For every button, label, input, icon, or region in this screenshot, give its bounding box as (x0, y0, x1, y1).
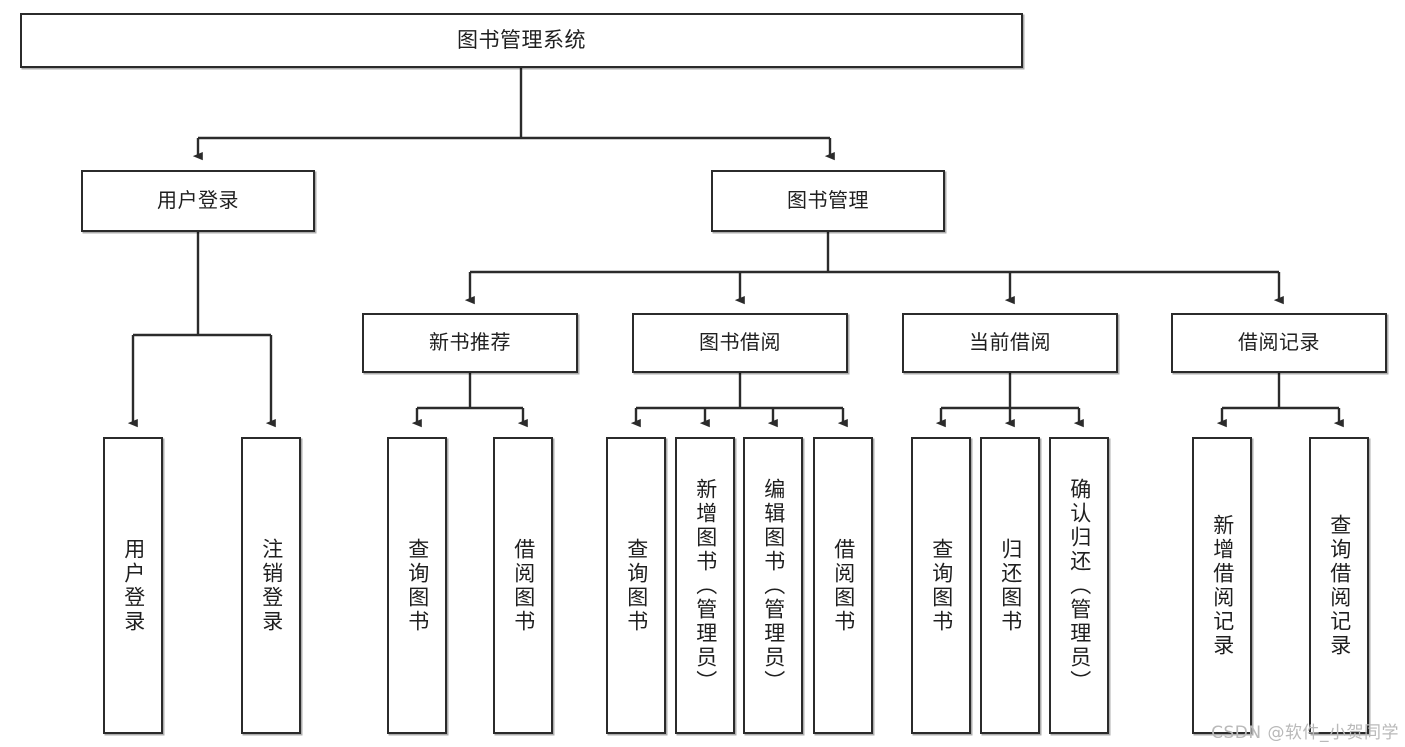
node-label: 新增图书（管理员） (693, 477, 718, 694)
node-current-borrow[interactable]: 当前借阅 (902, 313, 1118, 373)
leaf-record-query-borrow-record[interactable]: 查询借阅记录 (1309, 437, 1369, 734)
node-label: 注销登录 (259, 537, 284, 634)
leaf-borrow-add-book-admin[interactable]: 新增图书（管理员） (675, 437, 735, 734)
node-book-borrow[interactable]: 图书借阅 (632, 313, 848, 373)
leaf-current-query-book[interactable]: 查询图书 (911, 437, 971, 734)
node-label: 归还图书 (998, 537, 1023, 634)
leaf-record-add-borrow-record[interactable]: 新增借阅记录 (1192, 437, 1252, 734)
node-book-manage[interactable]: 图书管理 (711, 170, 945, 232)
node-label: 图书管理系统 (457, 28, 586, 53)
node-label: 当前借阅 (969, 330, 1051, 355)
node-label: 图书管理 (787, 188, 869, 213)
node-label: 确认归还（管理员） (1067, 477, 1092, 694)
node-label: 新书推荐 (429, 330, 511, 355)
node-label: 查询图书 (405, 537, 430, 634)
node-label: 借阅图书 (511, 537, 536, 634)
node-label: 查询图书 (929, 537, 954, 634)
node-label: 编辑图书（管理员） (761, 477, 786, 694)
leaf-current-confirm-return-admin[interactable]: 确认归还（管理员） (1049, 437, 1109, 734)
node-label: 用户登录 (157, 188, 239, 213)
leaf-recommend-borrow-book[interactable]: 借阅图书 (493, 437, 553, 734)
node-label: 查询图书 (624, 537, 649, 634)
node-label: 用户登录 (121, 537, 146, 634)
node-label: 图书借阅 (699, 330, 781, 355)
leaf-borrow-edit-book-admin[interactable]: 编辑图书（管理员） (743, 437, 803, 734)
leaf-current-return-book[interactable]: 归还图书 (980, 437, 1040, 734)
leaf-recommend-query-book[interactable]: 查询图书 (387, 437, 447, 734)
node-label: 借阅记录 (1238, 330, 1320, 355)
leaf-user-login[interactable]: 用户登录 (103, 437, 163, 734)
node-label: 新增借阅记录 (1210, 513, 1235, 658)
leaf-borrow-query-book[interactable]: 查询图书 (606, 437, 666, 734)
node-root-system[interactable]: 图书管理系统 (20, 13, 1023, 68)
node-label: 借阅图书 (831, 537, 856, 634)
leaf-borrow-borrow-book[interactable]: 借阅图书 (813, 437, 873, 734)
node-label: 查询借阅记录 (1327, 513, 1352, 658)
leaf-user-logout[interactable]: 注销登录 (241, 437, 301, 734)
node-user-login[interactable]: 用户登录 (81, 170, 315, 232)
node-new-book-recommend[interactable]: 新书推荐 (362, 313, 578, 373)
node-borrow-record[interactable]: 借阅记录 (1171, 313, 1387, 373)
